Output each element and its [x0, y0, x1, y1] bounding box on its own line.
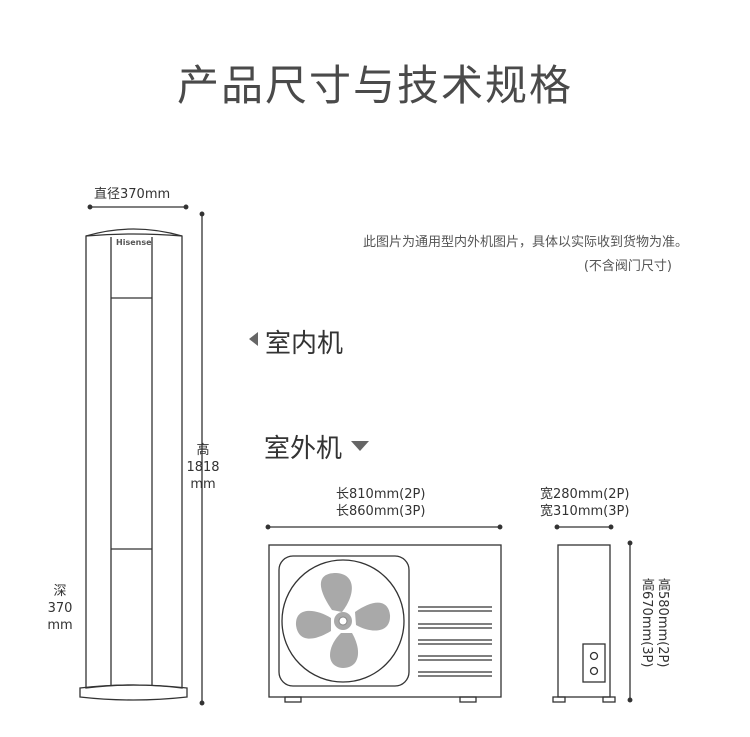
height-value: 1818 [186, 460, 220, 475]
page-title: 产品尺寸与技术规格 [176, 61, 573, 110]
height-label-text: 高 [196, 443, 210, 458]
outdoor-length-2p: 长810mm(2P) [336, 487, 426, 502]
indoor-diameter-label: 直径370mm [94, 187, 171, 202]
outdoor-width-3p: 宽310mm(3P) [540, 504, 630, 519]
indoor-depth-label: 深 370 mm [40, 583, 80, 634]
brand-logo: Hisense [116, 238, 152, 247]
indoor-unit-illustration [79, 228, 188, 701]
disclaimer-note: 此图片为通用型内外机图片，具体以实际收到货物为准。 [362, 235, 688, 250]
depth-value: 370 [47, 601, 73, 616]
valve-note: (不含阀门尺寸) [583, 259, 672, 274]
depth-unit: mm [47, 618, 73, 633]
indoor-unit-label: 室内机 [265, 329, 344, 359]
outdoor-unit-side-illustration [552, 544, 616, 703]
outdoor-unit-front-illustration [268, 544, 502, 703]
indoor-arrow-icon [249, 332, 258, 346]
depth-label-text: 深 [53, 584, 67, 599]
height-unit: mm [190, 477, 216, 492]
indoor-height-label: 高 1818 mm [183, 442, 223, 493]
outdoor-unit-label: 室外机 [264, 434, 343, 464]
outdoor-height-2p: 高580mm(2P) [655, 578, 670, 668]
outdoor-length-3p: 长860mm(3P) [336, 504, 426, 519]
fan-blades-icon [295, 573, 391, 668]
outdoor-arrow-icon [351, 441, 369, 451]
outdoor-height-3p: 高670mm(3P) [639, 578, 654, 668]
outdoor-width-2p: 宽280mm(2P) [540, 487, 630, 502]
